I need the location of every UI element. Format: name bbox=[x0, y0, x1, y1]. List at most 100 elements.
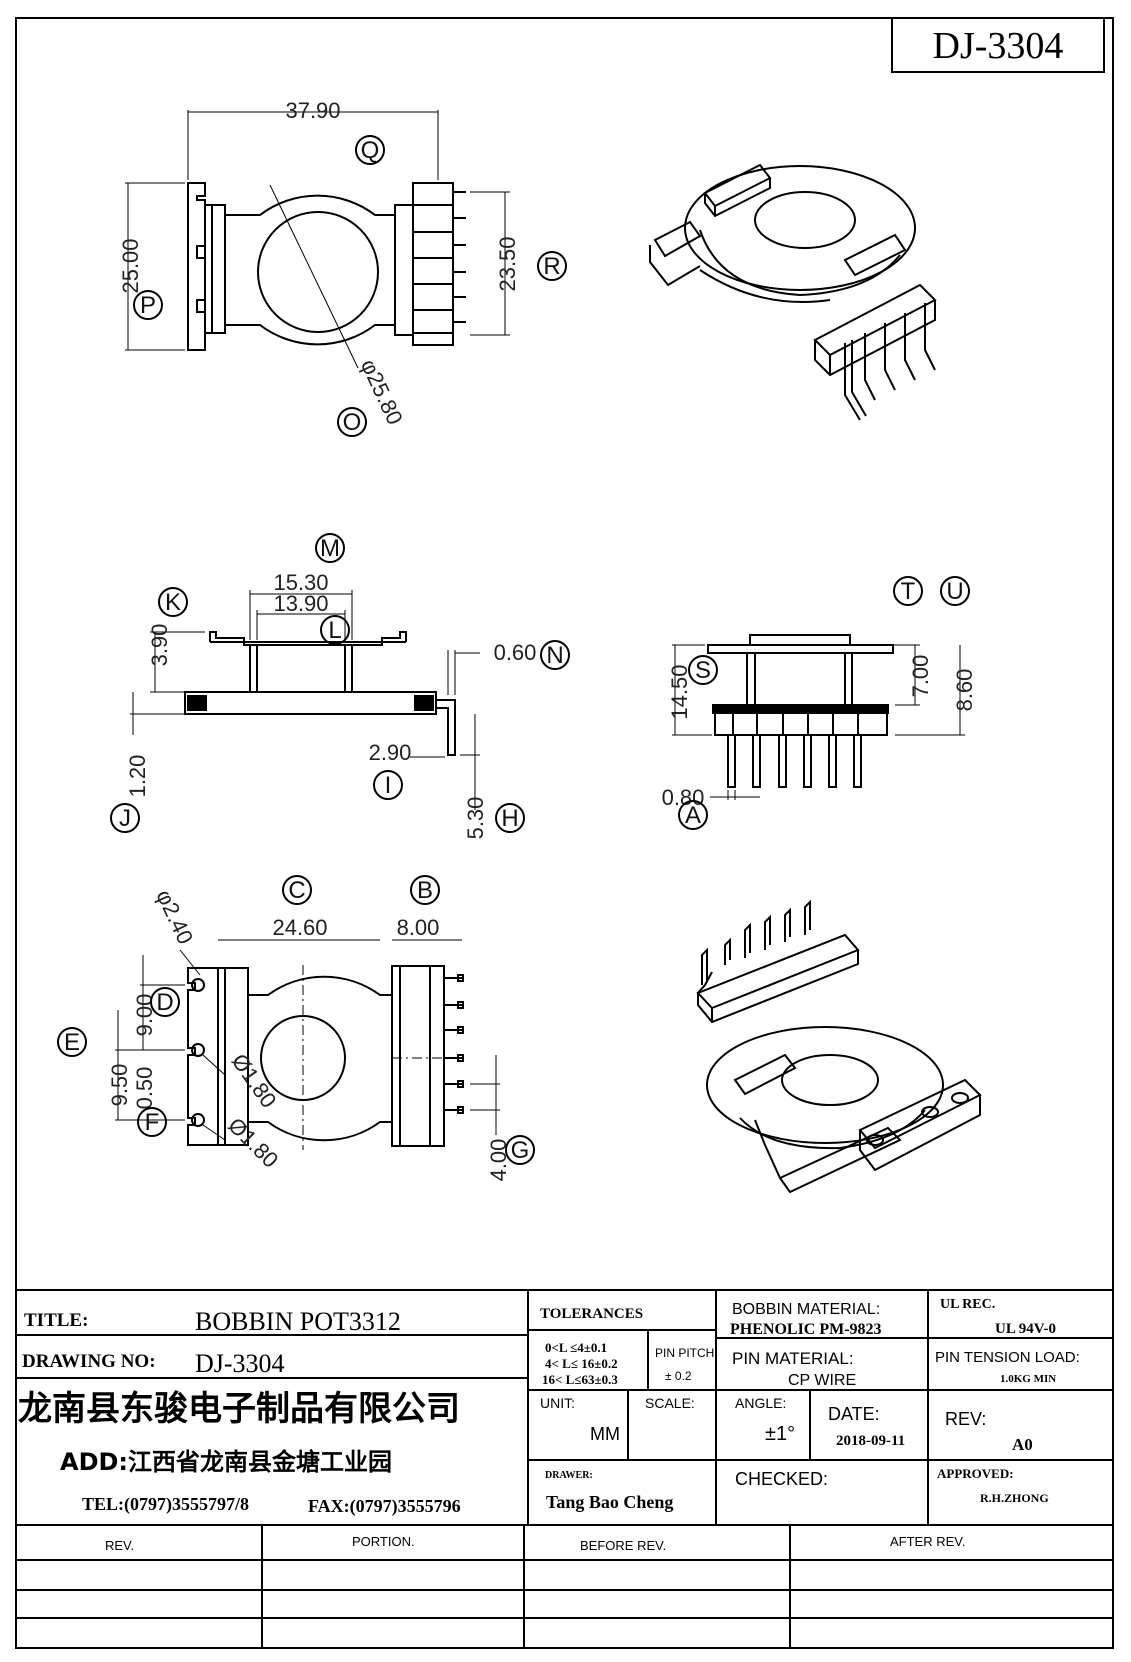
balloon-b bbox=[410, 875, 440, 905]
company-name: 龙南县东骏电子制品有限公司 bbox=[18, 1389, 460, 1429]
top-view bbox=[125, 110, 510, 369]
approved-value: R.H.ZHONG bbox=[980, 1491, 1049, 1505]
tolerance-2: 4< L≤ 16±0.2 bbox=[545, 1356, 618, 1371]
balloon-label-d: D bbox=[156, 989, 173, 1016]
balloon-label-l: L bbox=[328, 617, 341, 644]
balloon-u bbox=[940, 576, 970, 606]
pin-material-label: PIN MATERIAL: bbox=[732, 1349, 854, 1368]
date-value: 2018-09-11 bbox=[836, 1433, 905, 1449]
ul-value: UL 94V-0 bbox=[995, 1321, 1056, 1337]
balloon-n bbox=[540, 640, 570, 670]
company-tel: TEL:(0797)3555797/8 bbox=[82, 1494, 249, 1515]
drawing-no-value: DJ-3304 bbox=[195, 1349, 285, 1378]
dim-bottom-hole-big: φ2.40 bbox=[151, 886, 198, 948]
dim-bottom-pin-block: 8.00 bbox=[397, 915, 440, 940]
balloon-p bbox=[133, 290, 163, 320]
balloon-label-h: H bbox=[501, 805, 518, 832]
dim-top-pin-span: 23.50 bbox=[495, 236, 520, 291]
balloons bbox=[57, 135, 970, 1165]
balloon-s bbox=[688, 655, 718, 685]
dim-top-height: 25.00 bbox=[118, 238, 143, 293]
balloon-label-e: E bbox=[64, 1029, 80, 1056]
balloon-label-s: S bbox=[695, 657, 711, 684]
drawing-number-box: DJ-3304 bbox=[891, 17, 1105, 73]
balloon-d bbox=[150, 987, 180, 1017]
unit-value: MM bbox=[590, 1424, 620, 1444]
balloon-k bbox=[158, 587, 188, 617]
rev-table-header-portion: PORTION. bbox=[352, 1534, 415, 1549]
angle-value: ±1° bbox=[765, 1423, 795, 1445]
balloon-o bbox=[337, 407, 367, 437]
angle-label: ANGLE: bbox=[735, 1395, 786, 1411]
dim-side-base: 1.20 bbox=[125, 755, 150, 798]
checked-label: CHECKED: bbox=[735, 1469, 828, 1489]
balloon-h bbox=[495, 803, 525, 833]
dim-bottom-pitch-c: 0.50 bbox=[132, 1067, 157, 1110]
balloon-q bbox=[355, 135, 385, 165]
balloon-l bbox=[320, 615, 350, 645]
balloon-c bbox=[282, 875, 312, 905]
tolerances-label: TOLERANCES bbox=[540, 1306, 643, 1322]
unit-label: UNIT: bbox=[540, 1395, 575, 1411]
dim-bottom-hole-1: Ø1.80 bbox=[227, 1049, 282, 1112]
date-label: DATE: bbox=[828, 1404, 880, 1424]
balloon-label-i: I bbox=[385, 772, 392, 799]
dim-side-flange: 3.90 bbox=[147, 624, 172, 667]
balloon-r bbox=[537, 251, 567, 281]
balloon-label-g: G bbox=[511, 1137, 530, 1164]
sheet-border bbox=[15, 17, 1114, 1649]
balloon-label-c: C bbox=[288, 877, 305, 904]
rev-table-header-before: BEFORE REV. bbox=[580, 1538, 666, 1553]
dim-front-total: 8.60 bbox=[952, 669, 977, 712]
dim-side-pin-thk: 0.60 bbox=[494, 640, 537, 665]
drawing-no-label: DRAWING NO: bbox=[22, 1351, 156, 1372]
balloon-label-n: N bbox=[546, 642, 563, 669]
drawer-value: Tang Bao Cheng bbox=[546, 1492, 673, 1512]
balloon-label-o: O bbox=[343, 409, 362, 436]
balloon-label-k: K bbox=[165, 589, 181, 616]
dim-top-diameter: φ25.80 bbox=[356, 355, 408, 428]
scale-label: SCALE: bbox=[645, 1395, 695, 1411]
dim-bottom-width: 24.60 bbox=[272, 915, 327, 940]
dim-front-height: 14.50 bbox=[667, 664, 692, 719]
ul-label: UL REC. bbox=[940, 1297, 995, 1312]
balloon-label-p: P bbox=[140, 292, 156, 319]
approved-label: APPROVED: bbox=[937, 1466, 1014, 1481]
balloon-label-r: R bbox=[543, 253, 560, 280]
balloon-f bbox=[137, 1107, 167, 1137]
front-view bbox=[672, 634, 965, 800]
balloon-label-u: U bbox=[946, 578, 963, 605]
balloon-i bbox=[373, 770, 403, 800]
dim-top-width: 37.90 bbox=[285, 98, 340, 123]
side-view bbox=[130, 590, 480, 810]
balloon-t bbox=[893, 576, 923, 606]
bottom-view bbox=[115, 939, 500, 1150]
balloon-labels: Q R P O M K L N I J H T U S A C B D E F … bbox=[64, 137, 964, 1164]
balloon-e bbox=[57, 1027, 87, 1057]
balloon-label-j: J bbox=[119, 805, 131, 832]
balloon-label-b: B bbox=[417, 877, 433, 904]
dim-side-outer: 15.30 bbox=[273, 570, 328, 595]
balloon-j bbox=[110, 803, 140, 833]
title-label: TITLE: bbox=[24, 1310, 88, 1331]
rev-table-header-after: AFTER REV. bbox=[890, 1534, 965, 1549]
pin-tension-label: PIN TENSION LOAD: bbox=[935, 1349, 1080, 1366]
tolerance-3: 16< L≤63±0.3 bbox=[542, 1372, 618, 1387]
company-address: ADD:江西省龙南县金塘工业园 bbox=[60, 1448, 392, 1476]
rev-table-header-rev: REV. bbox=[105, 1538, 134, 1553]
tolerance-1: 0<L ≤4±0.1 bbox=[545, 1340, 607, 1355]
title-value: BOBBIN POT3312 bbox=[195, 1307, 401, 1336]
balloon-label-a: A bbox=[685, 802, 701, 829]
drawer-label: DRAWER: bbox=[545, 1470, 593, 1481]
pin-material-value: CP WIRE bbox=[788, 1372, 856, 1389]
balloon-label-f: F bbox=[145, 1109, 160, 1136]
bobbin-material-label: BOBBIN MATERIAL: bbox=[732, 1301, 880, 1318]
balloon-m bbox=[315, 533, 345, 563]
pin-pitch-value: ± 0.2 bbox=[665, 1369, 692, 1383]
pin-pitch-label: PIN PITCH bbox=[655, 1346, 714, 1360]
title-block-text: TITLE: BOBBIN POT3312 DRAWING NO: DJ-330… bbox=[18, 1297, 1080, 1553]
balloon-label-t: T bbox=[901, 578, 916, 605]
rev-value: A0 bbox=[1012, 1435, 1033, 1454]
pin-tension-value: 1.0KG MIN bbox=[1000, 1373, 1056, 1385]
